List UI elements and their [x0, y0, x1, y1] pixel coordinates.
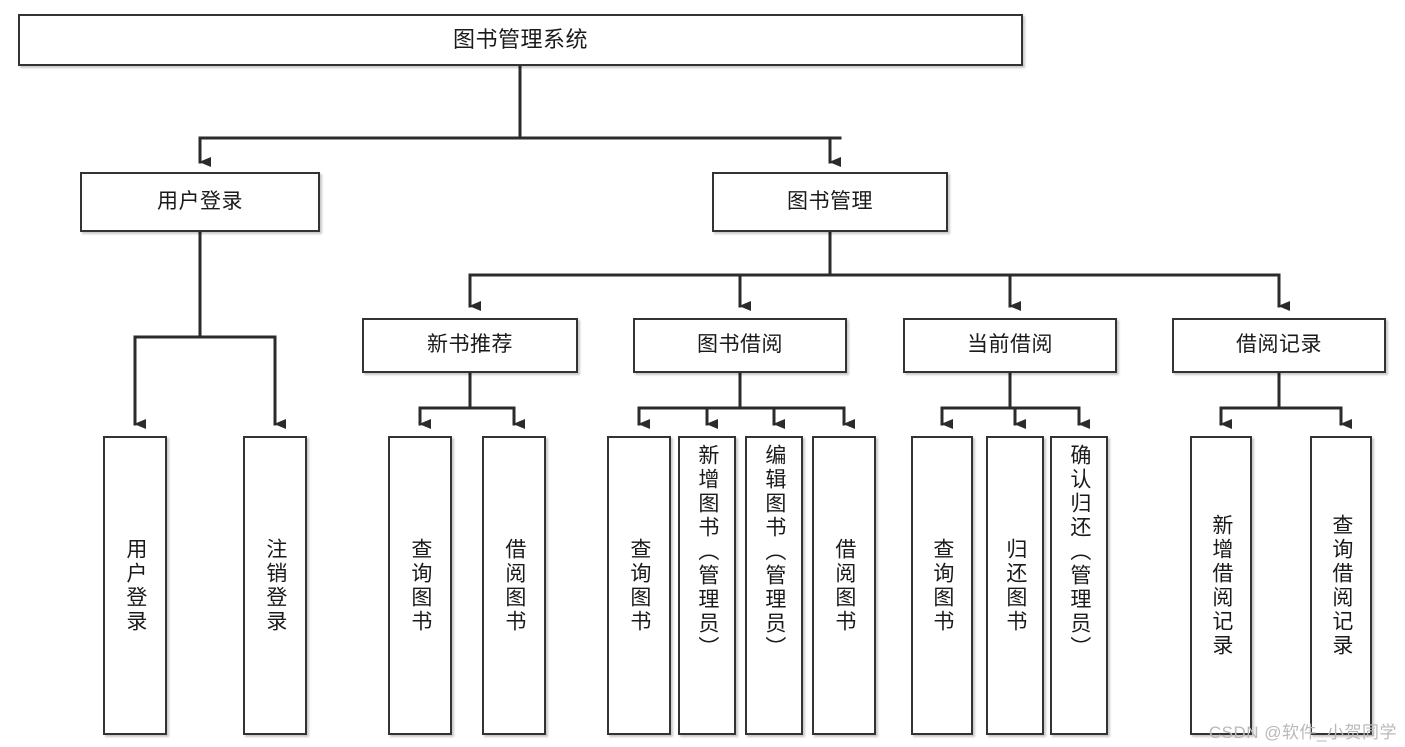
leaf-query-book-current[interactable]: 查询图书	[911, 436, 973, 735]
leaf-return-book[interactable]: 归还图书	[986, 436, 1044, 735]
leaf-borrow-book-recommend[interactable]: 借阅图书	[482, 436, 546, 735]
node-user-login[interactable]: 用户登录	[80, 172, 320, 232]
leaf-user-login[interactable]: 用户登录	[103, 436, 167, 735]
node-root[interactable]: 图书管理系统	[18, 14, 1023, 66]
leaf-borrow-book[interactable]: 借阅图书	[812, 436, 876, 735]
node-current-borrow[interactable]: 当前借阅	[903, 318, 1117, 373]
leaf-query-book-current-label: 查询图书	[930, 537, 954, 634]
node-user-login-label: 用户登录	[157, 189, 243, 213]
leaf-confirm-return-admin[interactable]: 确认归还（管理员）	[1050, 436, 1108, 735]
leaf-return-book-label: 归还图书	[1003, 537, 1027, 634]
node-borrow-record-label: 借阅记录	[1236, 333, 1322, 357]
node-current-borrow-label: 当前借阅	[967, 333, 1053, 357]
node-borrow-record[interactable]: 借阅记录	[1172, 318, 1386, 373]
node-new-book-recommend-label: 新书推荐	[427, 333, 513, 357]
leaf-add-book-admin-label: 新增图书（管理员）	[695, 444, 719, 660]
node-new-book-recommend[interactable]: 新书推荐	[362, 318, 578, 373]
node-book-borrow[interactable]: 图书借阅	[633, 318, 847, 373]
leaf-borrow-book-recommend-label: 借阅图书	[502, 537, 526, 634]
leaf-edit-book-admin[interactable]: 编辑图书（管理员）	[745, 436, 803, 735]
leaf-borrow-book-label: 借阅图书	[832, 537, 856, 634]
node-root-label: 图书管理系统	[452, 27, 588, 53]
leaf-edit-book-admin-label: 编辑图书（管理员）	[762, 444, 786, 660]
leaf-add-book-admin[interactable]: 新增图书（管理员）	[678, 436, 736, 735]
leaf-query-borrow-record-label: 查询借阅记录	[1329, 513, 1353, 658]
watermark-text: CSDN @软件_小贺同学	[1208, 723, 1397, 742]
leaf-query-book-label: 查询图书	[627, 537, 651, 634]
node-book-management[interactable]: 图书管理	[712, 172, 948, 232]
leaf-query-book-recommend[interactable]: 查询图书	[388, 436, 452, 735]
leaf-add-borrow-record-label: 新增借阅记录	[1209, 513, 1233, 658]
leaf-query-book-recommend-label: 查询图书	[408, 537, 432, 634]
leaf-logout[interactable]: 注销登录	[243, 436, 307, 735]
leaf-query-book[interactable]: 查询图书	[607, 436, 671, 735]
leaf-user-login-label: 用户登录	[123, 537, 147, 634]
node-book-management-label: 图书管理	[787, 189, 873, 213]
leaf-query-borrow-record[interactable]: 查询借阅记录	[1310, 436, 1372, 735]
leaf-add-borrow-record[interactable]: 新增借阅记录	[1190, 436, 1252, 735]
node-book-borrow-label: 图书借阅	[697, 333, 783, 357]
leaf-confirm-return-admin-label: 确认归还（管理员）	[1067, 444, 1091, 660]
leaf-logout-label: 注销登录	[263, 537, 287, 634]
